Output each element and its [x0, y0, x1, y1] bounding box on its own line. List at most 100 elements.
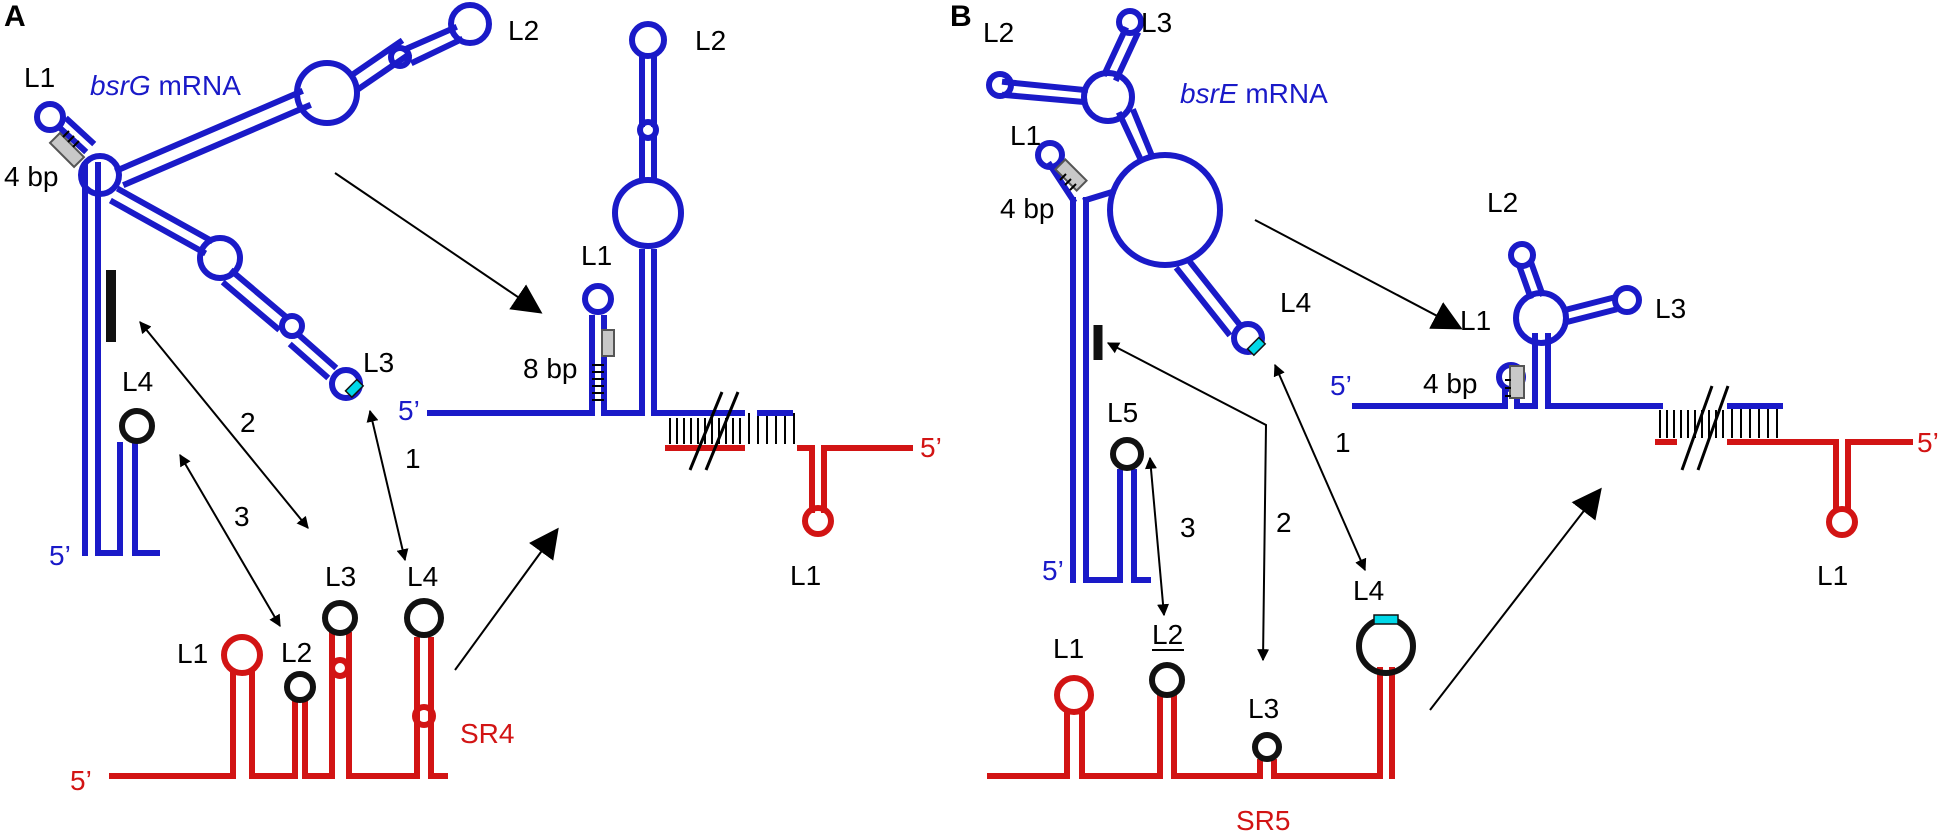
bsre-l2-loop	[986, 71, 1014, 99]
bsre-l2-arm	[1001, 78, 1089, 106]
complex-a-sr4-backbone	[665, 445, 913, 513]
panel-a-letter: A	[4, 0, 26, 33]
bsrg-lower-bulge-1	[197, 235, 243, 281]
bsre-label-l1: L1	[1010, 120, 1041, 151]
bsrg-l2-bulge	[388, 45, 412, 69]
sr4-l4-bulge	[412, 704, 436, 728]
panel-a-interaction-1-arrow	[366, 409, 409, 562]
complex-a-l2-stem	[639, 107, 657, 183]
bsre-upper-stem	[1116, 108, 1156, 162]
sr4-label-l1: L1	[177, 638, 208, 669]
sr5-backbone	[987, 667, 1395, 779]
bsrg-l1-basepairs	[62, 130, 80, 148]
complex-a-l2-bulge-1	[612, 177, 684, 249]
panel-a-interaction-3-arrow	[179, 453, 281, 628]
sr5-l1-loop	[1054, 675, 1094, 715]
complex-a-bp-label: 8 bp	[523, 353, 578, 384]
bsrg-l2-stem	[347, 37, 413, 93]
complex-b-break-marks	[1680, 385, 1730, 471]
panel-b: B 5’ L2 L3 L	[950, 0, 1939, 836]
complex-b-sd-box	[1509, 365, 1525, 399]
complex-b-central-loop	[1513, 290, 1569, 346]
bsrg-five-prime: 5’	[49, 540, 71, 571]
panel-a-process-arrow-2	[454, 527, 559, 671]
complex-a-l2-upper-stem	[639, 53, 657, 113]
complex-b-bp-label: 4 bp	[1423, 368, 1478, 399]
bsre-junction	[1045, 160, 1116, 205]
sr4-l1-loop	[221, 634, 263, 676]
complex-a-label-l2: L2	[695, 25, 726, 56]
sr5-label-l1: L1	[1053, 633, 1084, 664]
panel-a: A	[4, 0, 942, 796]
bsrg-label-l2: L2	[508, 15, 539, 46]
sr5-l2-loop	[1149, 662, 1185, 698]
bsrg-suffix: mRNA	[151, 70, 242, 101]
sr4-name: SR4	[460, 718, 514, 749]
complex-a-sd-box	[601, 329, 615, 357]
bsrg-l2-upper-stem	[404, 24, 465, 67]
complex-b-red-l1-loop	[1826, 506, 1858, 538]
complex-b-five-prime-red: 5’	[1917, 427, 1939, 458]
panel-b-complex: 5’ 5’	[1330, 241, 1939, 538]
complex-a-break-marks	[688, 391, 740, 471]
sr5-structure	[987, 614, 1416, 779]
bsre-l5-loop	[1110, 437, 1144, 471]
complex-b-label-red-l1: L1	[1817, 560, 1848, 591]
panel-b-number-1: 1	[1335, 427, 1351, 458]
complex-a-label-red-l1: L1	[790, 560, 821, 591]
sr4-l3-bulge	[329, 657, 351, 679]
panel-b-interaction-2-arrow	[1106, 342, 1270, 662]
bsrg-l3-cyan-mark	[344, 378, 365, 399]
complex-a-mrna-backbone	[427, 249, 745, 416]
bsre-label-l5: L5	[1107, 397, 1138, 428]
bsre-l1-basepairs	[1059, 173, 1077, 191]
sr5-label-l3: L3	[1248, 693, 1279, 724]
bsre-bp-label: 4 bp	[1000, 193, 1055, 224]
panel-b-interaction-1-arrow	[1273, 363, 1367, 572]
bsre-label-l3: L3	[1141, 7, 1172, 38]
bsre-l3-arm	[1101, 26, 1141, 82]
bsre-five-prime: 5’	[1042, 555, 1064, 586]
sr5-l4-cyan-mark	[1373, 614, 1399, 625]
sr5-label-l4: L4	[1353, 575, 1384, 606]
bsrg-label-l3: L3	[363, 347, 394, 378]
complex-a-l2-bulge-2	[637, 119, 659, 141]
bsrg-lower-arm	[108, 185, 215, 257]
sr4-l2-loop	[284, 671, 316, 703]
complex-b-label-l3: L3	[1655, 293, 1686, 324]
complex-a-five-prime-red: 5’	[920, 432, 942, 463]
panel-b-letter: B	[950, 0, 972, 33]
panel-a-number-1: 1	[405, 443, 421, 474]
complex-b-l3-arm	[1561, 294, 1618, 326]
bsre-l4-stem	[1173, 257, 1245, 338]
bsre-l4-cyan-mark	[1246, 336, 1267, 357]
complex-b-l2-loop	[1508, 241, 1536, 269]
bsrg-lower-stem	[220, 267, 290, 333]
bsre-title: bsrE mRNA	[1180, 78, 1328, 109]
bsrg-l2-loop	[448, 2, 492, 46]
bsrg-label-l4: L4	[122, 366, 153, 397]
bsre-l1-sd-box	[1054, 158, 1088, 192]
panel-a-number-2: 2	[240, 407, 256, 438]
bsrg-l3-stem	[287, 331, 339, 381]
complex-b-4bp-pairs	[1505, 379, 1511, 397]
panel-b-interaction-3-arrow	[1144, 456, 1170, 617]
sr5-name: SR5	[1236, 805, 1290, 836]
bsrg-title: bsrG mRNA	[90, 70, 241, 101]
bsre-l5-stem	[1083, 469, 1151, 583]
panel-a-number-3: 3	[234, 501, 250, 532]
bsrg-name: bsrG	[90, 70, 151, 101]
complex-a-duplex-pairs	[669, 413, 795, 444]
complex-b-sr5-backbone	[1655, 439, 1913, 511]
bsrg-upper-bulge	[294, 60, 360, 126]
complex-a-l2-loop	[629, 21, 667, 59]
complex-a-red-l1-loop	[802, 505, 834, 537]
panel-b-number-3: 3	[1180, 512, 1196, 543]
bsrg-l4-stem	[95, 442, 160, 556]
sr5-label-l2: L2	[1152, 619, 1183, 650]
bsrg-bp-label: 4 bp	[4, 161, 59, 192]
bsre-l3-loop	[1116, 8, 1144, 36]
complex-b-label-l2: L2	[1487, 187, 1518, 218]
panel-a-interaction-2-arrow	[139, 321, 309, 529]
bsre-name: bsrE	[1180, 78, 1238, 109]
